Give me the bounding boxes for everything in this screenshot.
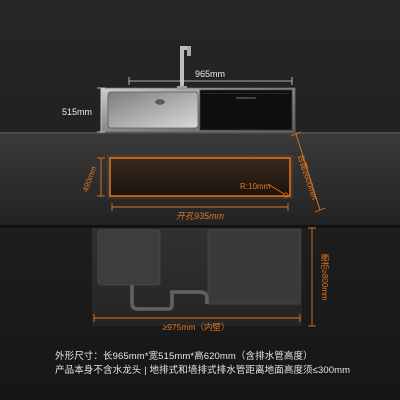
faucet-icon <box>177 46 191 90</box>
drain-icon <box>155 99 165 105</box>
sink-width-dimension <box>128 77 293 85</box>
cutout-width-label: 开孔935mm <box>176 211 225 221</box>
cutout-width-dimension <box>111 203 289 211</box>
control-strip <box>236 97 256 99</box>
countertop-cutout <box>107 155 293 199</box>
corner-radius-label: R:10mm <box>240 182 271 191</box>
sink-depth-label: 515mm <box>62 107 92 117</box>
sink-width-label: 965mm <box>195 69 225 79</box>
cabinet <box>92 228 302 326</box>
spec-dimensions-text: 外形尺寸：长965mm*宽515mm*高620mm（含排水管高度） <box>55 351 313 362</box>
corner-radius-marker <box>267 183 289 198</box>
spec-notes-text: 产品本身不含水龙头 | 地排式和墙排式排水管距离地面高度须≤300mm <box>55 365 351 376</box>
sink-depth-dimension <box>97 87 105 133</box>
countertop-depth-dimension <box>290 131 326 213</box>
cabinet-height-dimension <box>308 227 316 327</box>
dishwasher-body <box>207 229 301 305</box>
cutout-depth-dimension <box>97 157 105 197</box>
drain-pipe-icon <box>130 285 209 311</box>
cabinet-inner-width-label: ≥975mm（内壁） <box>162 322 229 332</box>
sink-basin <box>107 91 199 129</box>
cabinet-height-label: 橱柜≥800mm <box>320 253 330 300</box>
cabinet-inner-width-dimension <box>93 314 301 322</box>
sink-unit <box>100 87 296 133</box>
basin-body <box>97 229 161 286</box>
dishwasher-panel <box>199 89 293 131</box>
